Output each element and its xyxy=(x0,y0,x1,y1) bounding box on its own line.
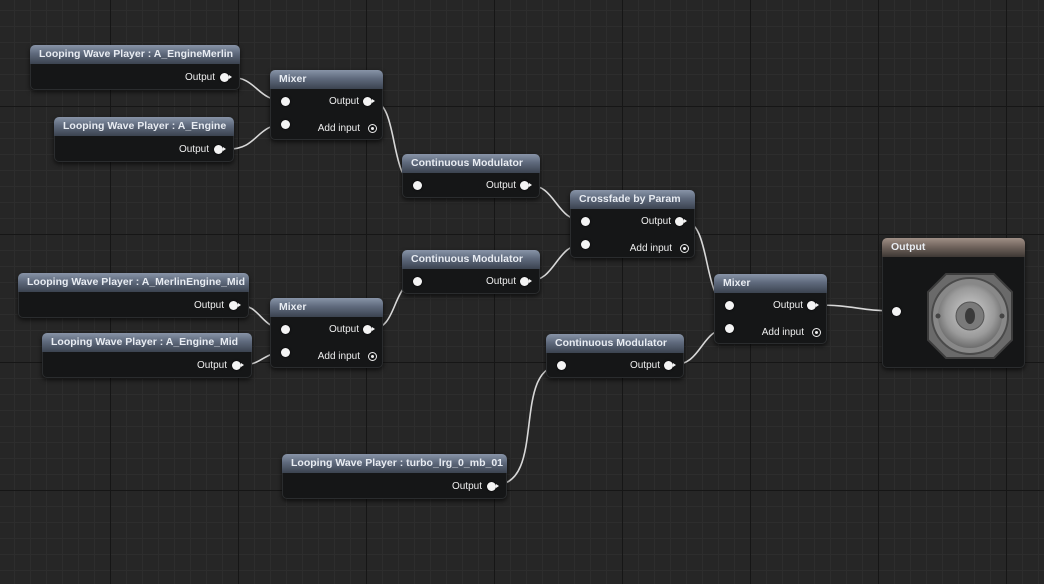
node-title: Output xyxy=(882,238,1025,257)
mixer-node[interactable]: Mixer Output Add input xyxy=(270,298,383,368)
output-pin[interactable] xyxy=(229,301,241,310)
output-pin[interactable] xyxy=(214,145,226,154)
crossfade-by-param-node[interactable]: Crossfade by Param Output Add input xyxy=(570,190,695,258)
wave-player-node[interactable]: Looping Wave Player : turbo_lrg_0_mb_01 … xyxy=(282,454,507,499)
add-input-icon[interactable] xyxy=(812,328,821,337)
add-input-label[interactable]: Add input xyxy=(317,351,360,362)
pin-label-output: Output xyxy=(328,324,359,335)
pin-label-output: Output xyxy=(485,180,516,191)
input-pin[interactable] xyxy=(281,348,290,357)
node-title: Continuous Modulator xyxy=(546,334,684,353)
pin-label-output: Output xyxy=(640,216,671,227)
output-pin[interactable] xyxy=(487,482,499,491)
node-title: Looping Wave Player : turbo_lrg_0_mb_01 xyxy=(282,454,507,473)
wave-player-node[interactable]: Looping Wave Player : A_EngineMerlin Out… xyxy=(30,45,240,90)
output-node[interactable]: Output xyxy=(882,238,1025,368)
wave-player-node[interactable]: Looping Wave Player : A_Engine Output xyxy=(54,117,234,162)
output-pin[interactable] xyxy=(232,361,244,370)
input-pin[interactable] xyxy=(581,217,590,226)
pin-label-output: Output xyxy=(193,300,224,311)
input-pin[interactable] xyxy=(413,277,422,286)
output-pin[interactable] xyxy=(520,181,532,190)
output-pin[interactable] xyxy=(363,97,375,106)
continuous-modulator-node[interactable]: Continuous Modulator Output xyxy=(402,250,540,294)
pin-label-output: Output xyxy=(196,360,227,371)
output-pin[interactable] xyxy=(807,301,819,310)
pin-label-output: Output xyxy=(184,72,215,83)
add-input-label[interactable]: Add input xyxy=(629,243,672,254)
mixer-node[interactable]: Mixer Output Add input xyxy=(714,274,827,344)
node-title: Continuous Modulator xyxy=(402,250,540,269)
add-input-label[interactable]: Add input xyxy=(761,327,804,338)
input-pin[interactable] xyxy=(281,97,290,106)
pin-label-output: Output xyxy=(629,360,660,371)
input-pin[interactable] xyxy=(581,240,590,249)
add-input-icon[interactable] xyxy=(368,352,377,361)
input-pin[interactable] xyxy=(281,120,290,129)
continuous-modulator-node[interactable]: Continuous Modulator Output xyxy=(402,154,540,198)
node-title: Looping Wave Player : A_EngineMerlin xyxy=(30,45,240,64)
pin-label-output: Output xyxy=(772,300,803,311)
pin-label-output: Output xyxy=(328,96,359,107)
pin-label-output: Output xyxy=(485,276,516,287)
input-pin[interactable] xyxy=(281,325,290,334)
speaker-icon xyxy=(927,273,1013,359)
node-title: Continuous Modulator xyxy=(402,154,540,173)
node-title: Crossfade by Param xyxy=(570,190,695,209)
output-pin[interactable] xyxy=(675,217,687,226)
wave-player-node[interactable]: Looping Wave Player : A_MerlinEngine_Mid… xyxy=(18,273,249,318)
add-input-icon[interactable] xyxy=(680,244,689,253)
node-title: Mixer xyxy=(270,298,383,317)
continuous-modulator-node[interactable]: Continuous Modulator Output xyxy=(546,334,684,378)
node-title: Mixer xyxy=(714,274,827,293)
node-title: Looping Wave Player : A_Engine xyxy=(54,117,234,136)
pin-label-output: Output xyxy=(178,144,209,155)
output-pin[interactable] xyxy=(664,361,676,370)
output-pin[interactable] xyxy=(363,325,375,334)
node-title: Looping Wave Player : A_Engine_Mid xyxy=(42,333,252,352)
mixer-node[interactable]: Mixer Output Add input xyxy=(270,70,383,140)
add-input-icon[interactable] xyxy=(368,124,377,133)
add-input-label[interactable]: Add input xyxy=(317,123,360,134)
node-title: Looping Wave Player : A_MerlinEngine_Mid xyxy=(18,273,249,292)
output-pin[interactable] xyxy=(520,277,532,286)
wave-player-node[interactable]: Looping Wave Player : A_Engine_Mid Outpu… xyxy=(42,333,252,378)
node-title: Mixer xyxy=(270,70,383,89)
input-pin[interactable] xyxy=(892,307,901,316)
input-pin[interactable] xyxy=(725,324,734,333)
input-pin[interactable] xyxy=(413,181,422,190)
input-pin[interactable] xyxy=(557,361,566,370)
output-pin[interactable] xyxy=(220,73,232,82)
pin-label-output: Output xyxy=(451,481,482,492)
input-pin[interactable] xyxy=(725,301,734,310)
